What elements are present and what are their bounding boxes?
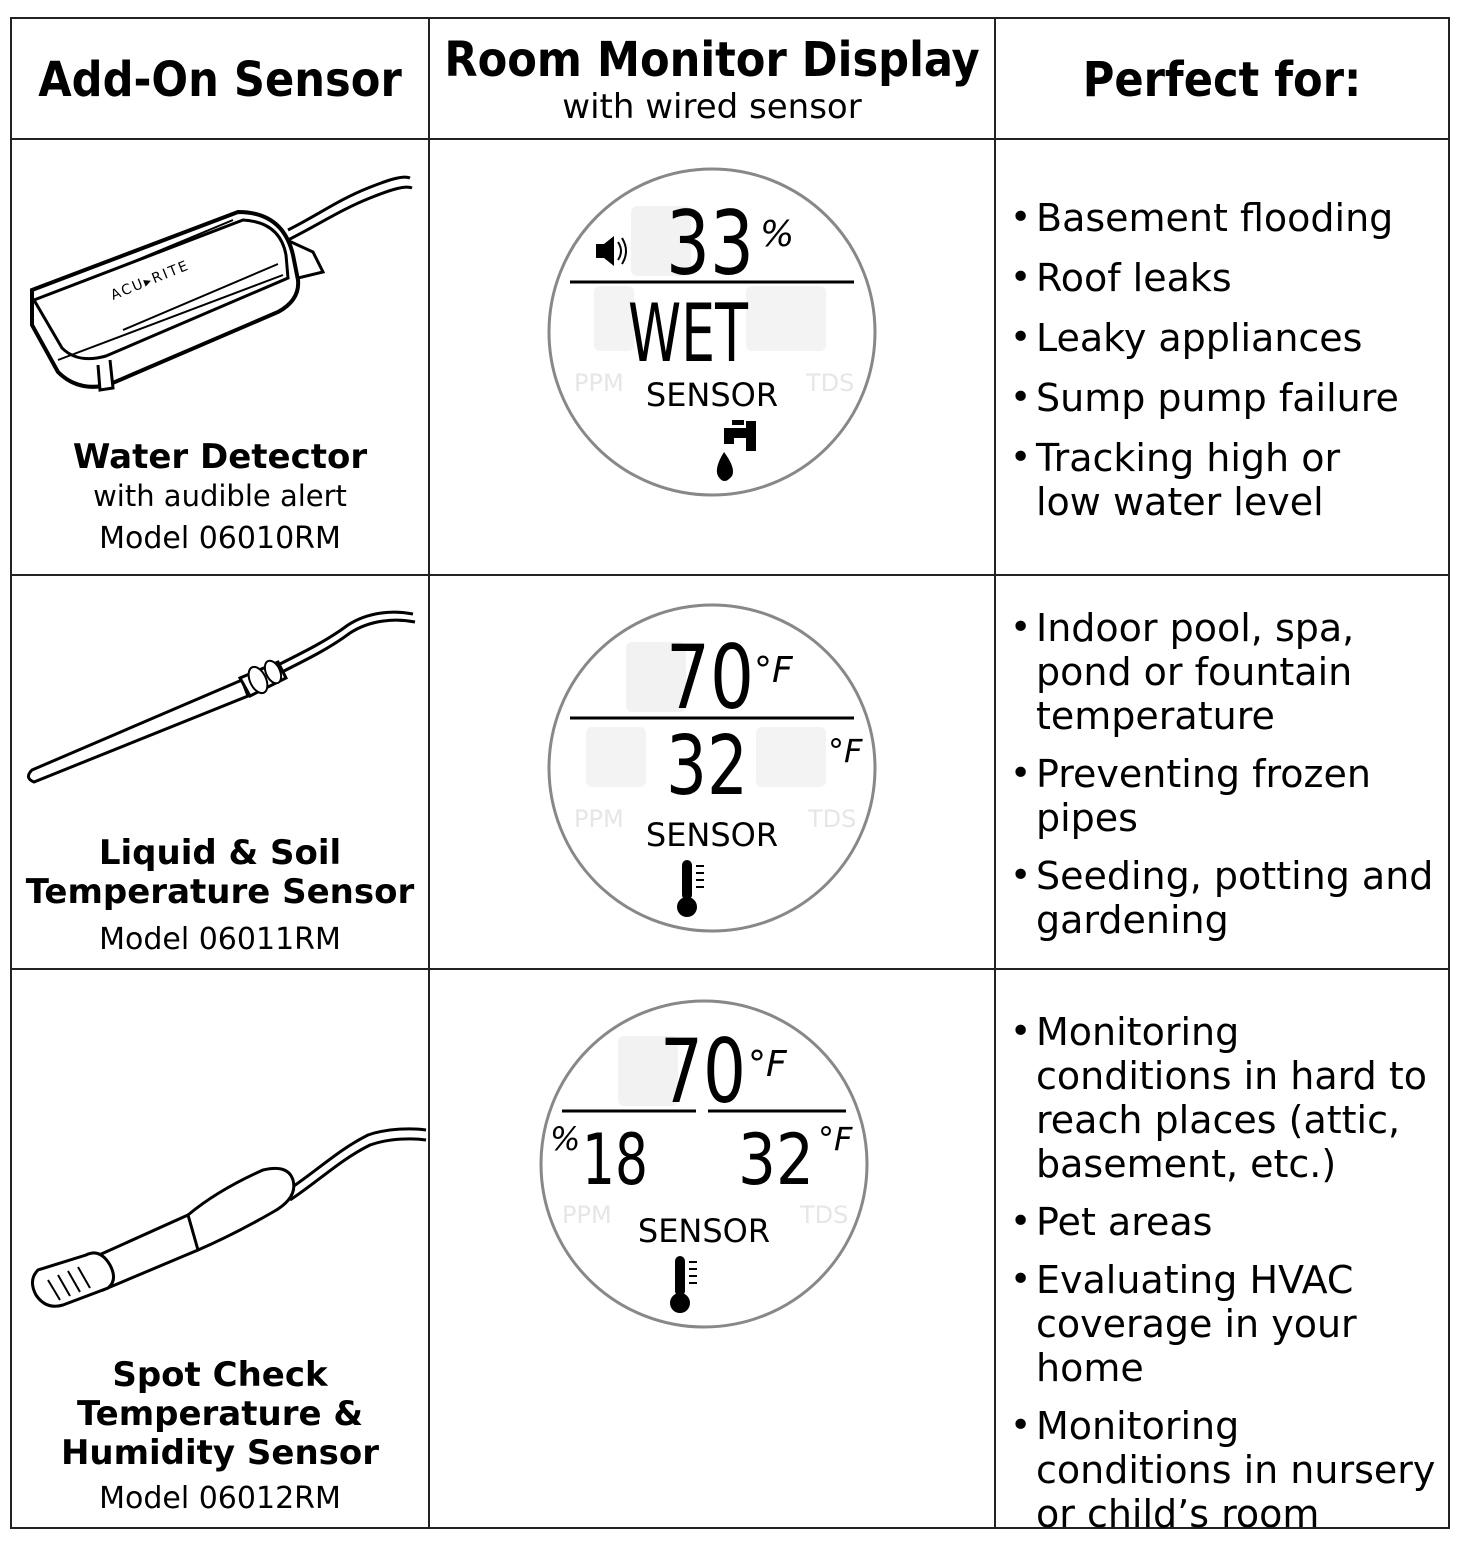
thermometer-icon	[677, 860, 704, 917]
uses-list-spot-check: Monitoring conditions in hard to reach p…	[1010, 1010, 1442, 1536]
ghost-tds-label: TDS	[807, 805, 856, 833]
list-item: Monitoring conditions in hard to reach p…	[1010, 1010, 1442, 1186]
sensor-label-spot-check: Spot Check Temperature & Humidity Sensor…	[12, 1356, 428, 1517]
sensor-name-line-3: Humidity Sensor	[60, 1433, 380, 1473]
sensor-name-line-2: Temperature &	[76, 1394, 364, 1434]
table-border-left	[10, 17, 12, 1529]
table-border-bottom	[10, 1527, 1450, 1529]
sensor-name-line-1: Spot Check	[112, 1355, 328, 1395]
ghost-tds-label: TDS	[799, 1201, 848, 1229]
list-item: Monitoring conditions in nursery or chil…	[1010, 1404, 1442, 1536]
table-border-top	[10, 17, 1450, 19]
display-top-unit: %	[760, 214, 794, 255]
ghost-ppm-label: PPM	[574, 805, 624, 833]
display-top-unit: °F	[754, 650, 794, 691]
display-sensor-label: SENSOR	[646, 376, 778, 414]
list-item: Seeding, potting and gardening	[1010, 854, 1436, 942]
header-perfect-for: Perfect for:	[1082, 52, 1362, 108]
spot-check-probe-illustration	[31, 1127, 427, 1308]
display-left-unit: %	[550, 1120, 580, 1158]
display-middle-unit: °F	[828, 732, 863, 770]
liquid-soil-probe-illustration	[27, 610, 416, 784]
display-sensor-label: SENSOR	[646, 816, 778, 854]
header-room-monitor-subtitle: with wired sensor	[562, 87, 862, 127]
list-item: Evaluating HVAC coverage in your home	[1010, 1258, 1442, 1390]
list-item: Roof leaks	[1010, 256, 1440, 300]
column-divider-1	[428, 17, 430, 1529]
ghost-ppm-label: PPM	[574, 369, 624, 397]
header-add-on-sensor: Add-On Sensor	[38, 52, 402, 108]
display-sensor-label: SENSOR	[638, 1212, 770, 1250]
column-divider-2	[994, 17, 996, 1529]
uses-list-liquid-soil: Indoor pool, spa, pond or fountain tempe…	[1010, 606, 1433, 942]
row-divider-header	[10, 138, 1450, 140]
water-detector-illustration: ACU▸RITE	[30, 175, 413, 392]
ghost-ppm-label: PPM	[562, 1201, 612, 1229]
sensor-model: Model 06012RM	[99, 1481, 341, 1516]
display-water-detector: PPM TDS 33 % WET SENSOR	[547, 167, 877, 497]
sensor-model: Model 06011RM	[99, 922, 341, 957]
sensor-label-liquid-soil: Liquid & Soil Temperature Sensor Model 0…	[12, 834, 428, 958]
header-room-monitor-display: Room Monitor Display with wired sensor	[430, 32, 994, 126]
display-liquid-soil: PPM TDS 70 °F 32 °F SENSOR	[547, 603, 877, 933]
display-right-unit: °F	[818, 1120, 853, 1158]
list-item: Basement flooding	[1010, 196, 1440, 240]
sensor-model: Model 06010RM	[99, 521, 341, 556]
display-middle-text: WET	[628, 287, 749, 380]
list-item: Indoor pool, spa, pond or fountain tempe…	[1010, 606, 1366, 738]
ghost-tds-label: TDS	[805, 369, 854, 397]
display-middle-value: 32	[666, 719, 748, 814]
uses-list-water-detector: Basement flooding Roof leaks Leaky appli…	[1010, 196, 1440, 524]
display-spot-check: PPM TDS 70 °F % 18 32 °F SENSOR	[539, 999, 869, 1329]
list-item: Sump pump failure	[1010, 376, 1440, 420]
list-item: Pet areas	[1010, 1200, 1442, 1244]
display-top-value: 70	[666, 626, 754, 729]
sensor-name-line-1: Liquid & Soil	[98, 833, 342, 873]
faucet-drop-icon	[716, 420, 756, 481]
sensor-name-line-2: Temperature Sensor	[25, 872, 415, 912]
sensor-label-water-detector: Water Detector with audible alert Model …	[12, 438, 428, 557]
sensor-name: Water Detector	[72, 437, 368, 477]
thermometer-icon	[670, 1256, 697, 1313]
display-top-value: 70	[660, 1020, 746, 1123]
display-top-value: 33	[666, 192, 754, 295]
list-item: Tracking high or low water level	[1010, 436, 1416, 524]
sensor-subtitle: with audible alert	[93, 479, 347, 513]
row-divider-2	[10, 968, 1450, 970]
display-top-unit: °F	[748, 1044, 788, 1085]
display-right-value: 32	[738, 1119, 814, 1201]
display-left-value: 18	[582, 1119, 648, 1201]
row-divider-1	[10, 574, 1450, 576]
speaker-icon	[596, 236, 627, 266]
header-room-monitor-title: Room Monitor Display	[444, 32, 980, 88]
list-item: Leaky appliances	[1010, 316, 1440, 360]
table-border-right	[1448, 17, 1450, 1529]
list-item: Preventing frozen pipes	[1010, 752, 1376, 840]
